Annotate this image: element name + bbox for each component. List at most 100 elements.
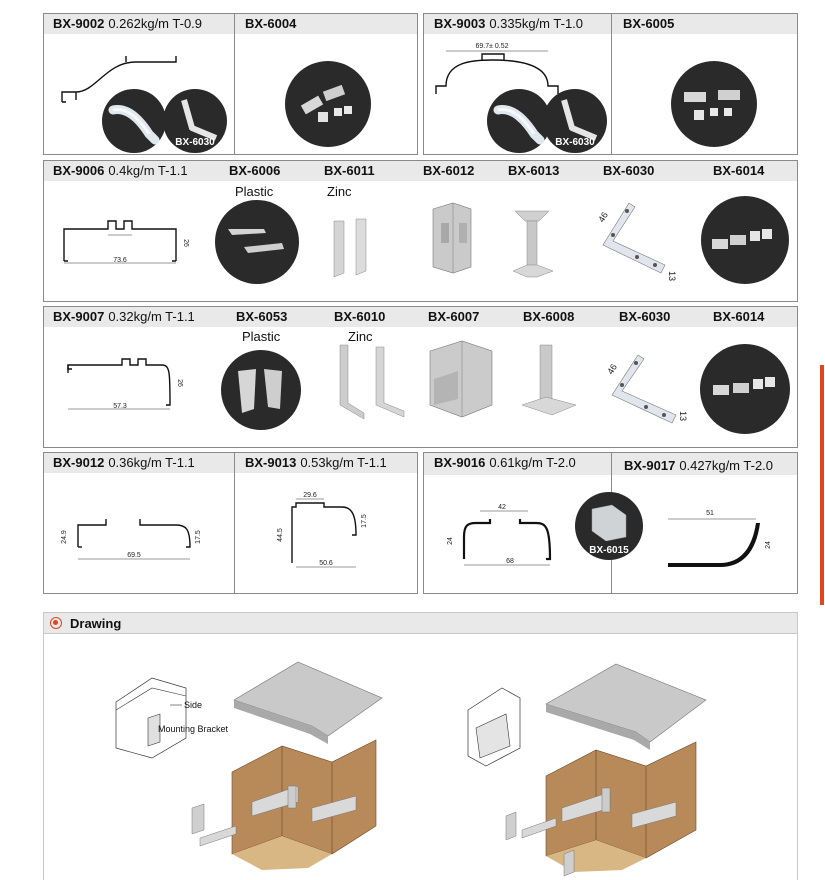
outer-corner-drawing — [521, 344, 577, 416]
accessory-code: BX-6014 — [713, 309, 765, 324]
profile-drawing-bx-9002 — [61, 56, 177, 103]
drawing-section-header: Drawing — [43, 612, 798, 634]
profile-drawing-bx-9012: 69.5 24.9 17.5 — [61, 519, 202, 560]
accessory-code: BX-6007 — [428, 309, 480, 324]
dimension-label: 17.5 — [361, 514, 368, 528]
inner-corner-drawing — [429, 340, 493, 418]
callout-label: Mounting Bracket — [158, 724, 229, 734]
profile-drawing-bx-9017: 51 24 — [668, 510, 772, 567]
dimension-label: 13 — [667, 271, 677, 281]
accessory-code: BX-6006 — [229, 163, 281, 178]
material-label: Plastic — [242, 329, 281, 344]
badge-label: BX-6015 — [589, 545, 629, 556]
accessory-code: BX-6030 — [603, 163, 655, 178]
corner-bracket-drawing: 46 13 — [605, 354, 688, 424]
panel-divider — [234, 14, 235, 154]
dimension-label: 69.7± 0.52 — [475, 43, 508, 50]
product-spec: 0.32kg/m T-1.1 — [108, 309, 195, 324]
profile-drawing-bx-9013: 29.6 50.6 44.5 17.5 — [277, 492, 368, 568]
profile-drawing-bx-9006: 73.6 26 — [63, 220, 189, 264]
accessory-code: BX-6014 — [713, 163, 765, 178]
corner-photo-circle: BX-6030 — [163, 89, 227, 153]
profile-drawing-bx-9003: 69.7± 0.52 — [435, 43, 559, 94]
product-spec: 0.53kg/m T-1.1 — [300, 455, 387, 470]
accent-bar — [820, 365, 824, 605]
dimension-label: 51 — [706, 510, 714, 517]
badge-label: BX-6030 — [175, 137, 215, 148]
dimension-label: 24.9 — [61, 530, 68, 544]
dimension-label: 13 — [678, 411, 688, 421]
accessory-code: BX-6005 — [623, 16, 675, 31]
accessory-code: BX-6010 — [334, 309, 386, 324]
inner-corner-drawing — [432, 202, 472, 274]
product-code-text: BX-9017 — [624, 458, 676, 473]
panel-divider — [234, 453, 235, 593]
product-spec: 0.61kg/m T-2.0 — [489, 455, 576, 470]
product-spec: 0.36kg/m T-1.1 — [108, 455, 195, 470]
panel-header — [44, 161, 797, 181]
accessory-code: BX-6013 — [508, 163, 560, 178]
dimension-label: 24 — [765, 541, 772, 549]
section-bullet-icon — [50, 617, 62, 629]
product-code-text: BX-9003 — [434, 16, 486, 31]
dimension-label: 26 — [182, 239, 189, 247]
dimension-label: 73.6 — [113, 257, 127, 264]
product-code-text: BX-9013 — [245, 455, 297, 470]
product-spec: 0.262kg/m T-0.9 — [108, 16, 203, 31]
dimension-label: 24 — [447, 537, 454, 545]
end-cap-photo-circle: BX-6015 — [575, 492, 643, 560]
panel-header — [44, 453, 417, 473]
panel-header — [424, 453, 797, 475]
panel-header — [44, 307, 797, 327]
profile-drawing-bx-9016: 42 68 24 — [447, 504, 552, 566]
dimension-label: 46 — [605, 362, 619, 376]
seal-photo-circle — [102, 89, 166, 153]
material-label: Zinc — [348, 329, 373, 344]
plastic-cap-photo-circle — [221, 350, 301, 430]
dimension-label: 44.5 — [277, 528, 284, 542]
panel-header — [424, 14, 797, 34]
outer-corner-drawing — [512, 210, 554, 278]
panel-divider — [611, 14, 612, 154]
accessory-code: BX-6011 — [324, 163, 375, 178]
seal-photo-circle — [487, 89, 551, 153]
accessory-photo-circle — [285, 61, 371, 147]
accessory-code: BX-6053 — [236, 309, 288, 324]
profile-drawing-bx-9007: 57.3 26 — [67, 358, 183, 410]
accessory-photo-circle — [671, 61, 757, 147]
dimension-label: 57.3 — [113, 403, 127, 410]
exploded-view-drawing-right — [467, 663, 707, 877]
product-spec: 0.427kg/m T-2.0 — [679, 458, 774, 473]
product-code-text: BX-9002 — [53, 16, 105, 31]
material-label: Zinc — [327, 184, 352, 199]
product-code-text: BX-9006 — [53, 163, 105, 178]
accessory-code: BX-6008 — [523, 309, 575, 324]
product-code-text: BX-9016 — [434, 455, 486, 470]
product-code-text: BX-9012 — [53, 455, 105, 470]
corner-bracket-drawing: 46 13 — [596, 202, 677, 281]
dimension-label: 42 — [498, 504, 506, 511]
dimension-label: 17.5 — [195, 530, 202, 544]
dimension-label: 29.6 — [303, 492, 317, 499]
drawing-section-body: Side Mounting Bracket — [43, 634, 798, 880]
product-code-text: BX-9007 — [53, 309, 105, 324]
accessory-code: BX-6030 — [619, 309, 671, 324]
callout-label: Side — [184, 700, 202, 710]
accessory-code: BX-6012 — [423, 163, 475, 178]
accessory-photo-circle — [700, 344, 790, 434]
dimension-label: 69.5 — [127, 552, 141, 559]
